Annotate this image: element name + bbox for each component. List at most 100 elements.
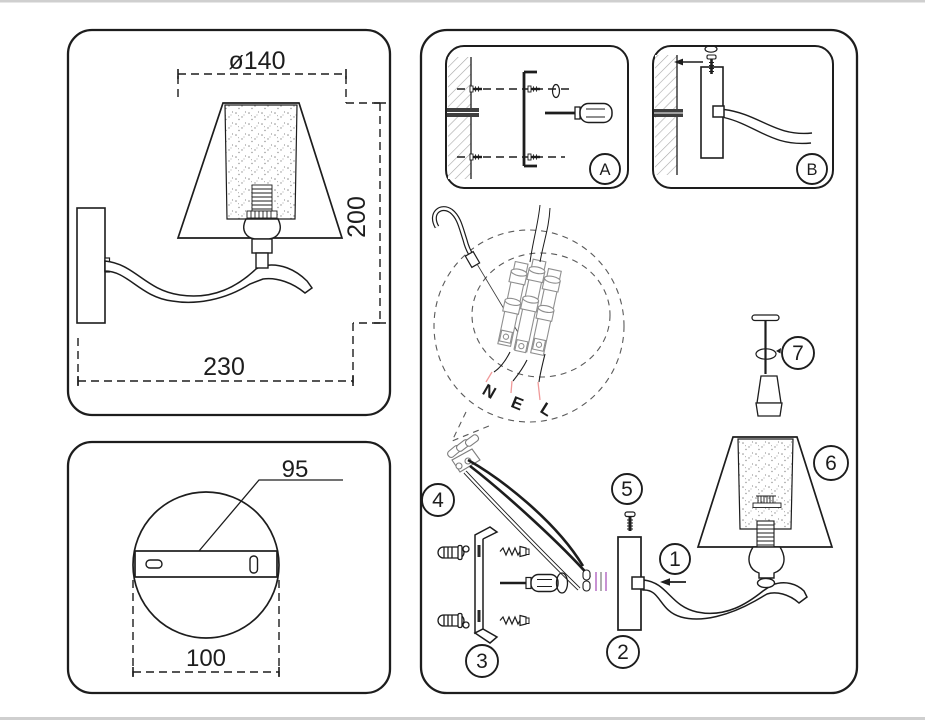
part-6-label: 6 <box>825 452 837 475</box>
part-2-backplate: 2 <box>606 536 645 669</box>
screw-icon <box>527 85 540 93</box>
screw-icon <box>704 45 718 74</box>
dimension-width: 230 <box>77 338 354 386</box>
panel-dimensions-backplate: 95 100 <box>66 440 392 695</box>
mounting-bracket-icon <box>473 526 499 644</box>
scan-edge-top <box>0 0 925 3</box>
screw-icon <box>469 153 482 161</box>
insert-arrow-icon <box>674 58 703 66</box>
scan-edge-bottom <box>0 717 925 720</box>
lamp-arm-exploded <box>642 579 808 620</box>
panel-dimensions-side: ø140 200 230 <box>66 28 392 417</box>
shade-outline <box>176 102 344 239</box>
socket-side <box>243 218 281 269</box>
screw-icon <box>499 614 530 627</box>
part-2-label: 2 <box>617 641 629 664</box>
wire-leader-lines <box>485 371 541 401</box>
screwdriver-icon <box>500 572 569 594</box>
shade-outline <box>696 436 834 548</box>
wire-end-ticks <box>595 572 607 591</box>
part-4-badge <box>421 483 455 517</box>
bulb-holder-icon <box>246 184 278 219</box>
step-a-inset: A <box>445 45 629 189</box>
socket-cover-icon <box>755 375 783 417</box>
part-3-badge <box>465 644 499 678</box>
wall-anchor-icon <box>437 612 470 629</box>
terminal-wires-top <box>529 204 551 263</box>
diameter-value: ø140 <box>229 47 286 75</box>
dimension-diameter: ø140 <box>177 47 380 104</box>
panel-assembly: A B <box>419 28 859 695</box>
rotate-icon <box>551 83 561 99</box>
arm-curve <box>723 108 813 145</box>
wire-terminals-icon <box>447 434 481 473</box>
screw-icon <box>469 85 482 93</box>
wire-end-connector <box>582 569 591 592</box>
wall-plate-side <box>76 207 111 324</box>
part-1-insert: 1 <box>659 543 691 586</box>
part-2-badge <box>606 635 640 669</box>
part-5-label: 5 <box>621 478 633 501</box>
hole-spacing-value: 95 <box>282 456 309 483</box>
screwdriver-icon <box>545 102 613 124</box>
mains-cable-icon <box>431 206 520 335</box>
plate-width-value: 100 <box>186 645 226 672</box>
callout-inner-circle <box>471 252 611 378</box>
part-1-label: 1 <box>669 548 681 571</box>
wire-black-1 <box>467 458 585 567</box>
screw-icon <box>624 511 636 531</box>
arm-socket-icon <box>712 105 725 118</box>
step-b-inset: B <box>652 45 834 189</box>
rotate-icon <box>555 572 569 594</box>
dimension-height: 200 <box>343 102 386 386</box>
wire-black-2 <box>469 464 591 578</box>
part-3-label: 3 <box>476 650 488 673</box>
terminal-wires-bottom <box>493 351 546 383</box>
wall-stud-icon <box>447 108 479 117</box>
glass-diffuser <box>224 104 298 220</box>
part-7-badge <box>781 336 815 370</box>
height-value: 200 <box>343 196 371 238</box>
wall-hatch <box>448 57 471 179</box>
part-3-mounting-kit: 3 <box>437 526 569 678</box>
slot-vertical <box>249 555 259 574</box>
inset-border <box>652 45 834 189</box>
wiring-callout: N E L <box>431 204 625 443</box>
bulb-holder-icon <box>752 495 782 508</box>
inset-border <box>445 45 629 189</box>
dimension-hole-spacing: 95 <box>198 456 343 552</box>
slot-horizontal <box>145 559 163 569</box>
callout-bubble <box>433 229 625 423</box>
part-6-badge <box>813 445 849 481</box>
glass-diffuser <box>737 438 794 530</box>
screw-icon <box>527 153 540 161</box>
wall-stud-icon <box>654 109 683 117</box>
screw-icon <box>499 545 530 558</box>
socket-exploded <box>748 546 785 589</box>
arm-socket <box>631 576 645 590</box>
rotate-icon <box>755 348 781 360</box>
step-a-label: A <box>599 161 610 179</box>
dimension-plate-width: 100 <box>132 580 280 677</box>
part-1-badge <box>659 543 691 575</box>
part-5-screw: 5 <box>611 473 643 531</box>
finial-tbar <box>751 314 780 322</box>
insert-arrow-icon <box>660 578 686 586</box>
lamp-arm-side <box>104 260 314 304</box>
part-7-label: 7 <box>792 342 804 365</box>
step-b-badge <box>796 153 828 185</box>
step-b-label: B <box>806 161 817 179</box>
step-a-badge <box>589 153 621 185</box>
terminal-block-icon <box>497 258 562 357</box>
lamp-shade-side <box>176 102 344 269</box>
width-value: 230 <box>203 353 245 381</box>
callout-tail <box>450 411 490 443</box>
wall-anchor-icon <box>437 544 470 561</box>
mounting-bracket-icon <box>522 70 537 168</box>
part-7-finial: 7 <box>751 314 815 417</box>
panel-border <box>66 28 392 417</box>
threaded-tube-icon <box>756 520 775 548</box>
part-6-shade: 6 <box>696 436 849 589</box>
